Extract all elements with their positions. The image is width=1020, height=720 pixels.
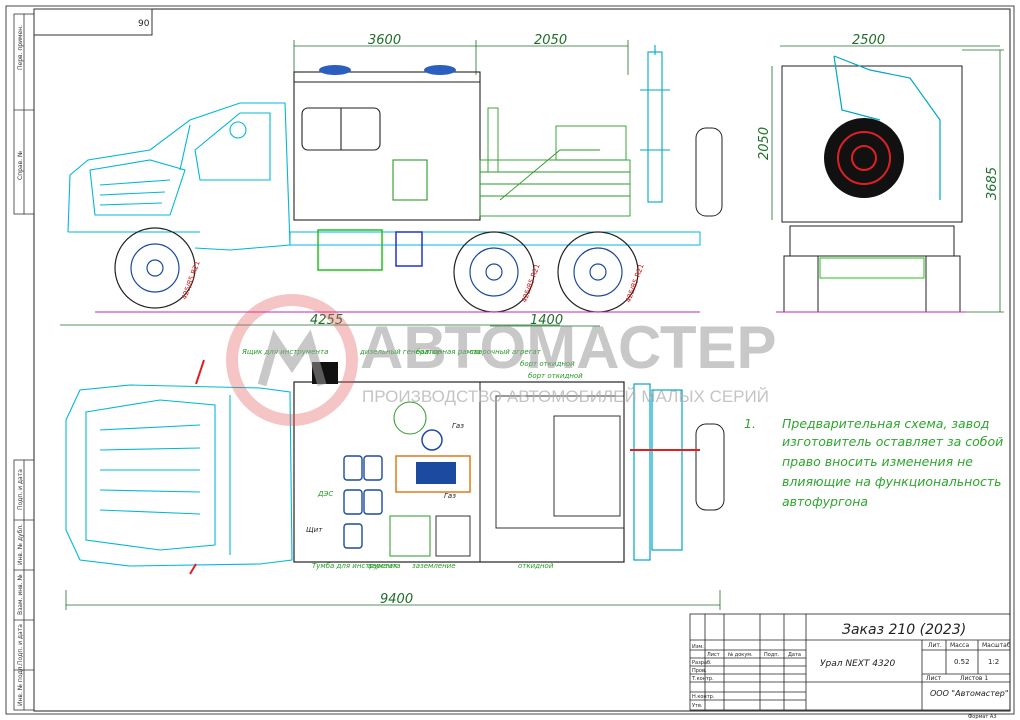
note-line-2: изготовитель оставляет за собой <box>782 434 1003 449</box>
label-gas-2: Газ <box>452 422 464 430</box>
rear-crane <box>833 55 941 200</box>
rear-wheels <box>783 255 961 313</box>
tb-hdr-scale: Масштаб <box>982 642 1011 649</box>
van-body <box>293 71 481 221</box>
note-number: 1. <box>744 416 756 431</box>
side-label-dup: Инв. № дубл. <box>17 524 24 565</box>
tb-row-5: Утв. <box>692 703 703 709</box>
label-gas-1: Газ <box>444 492 456 500</box>
battery-box <box>395 231 423 267</box>
outer-frame <box>5 5 1015 715</box>
crane <box>640 45 670 203</box>
generator-unit <box>416 462 456 484</box>
tb-hdr-lit: Лит. <box>928 642 942 649</box>
note-line-3: право вносить изменения не <box>782 454 973 469</box>
spare-wheel-side <box>695 127 723 217</box>
truck-cab <box>67 102 291 251</box>
tb-company: ООО "Автомастер" <box>930 689 1009 698</box>
side-label-sign2: Подп. и дата <box>17 624 24 665</box>
watermark-tagline: ПРОИЗВОДСТВО АВТОМОБИЛЕЙ МАЛЫХ СЕРИЙ <box>362 387 769 406</box>
dim-platform-length: 2050 <box>534 33 567 48</box>
plan-fan <box>421 429 443 451</box>
tyre-label-3: 425/85 R21 <box>624 263 645 304</box>
label-folding: откидной <box>518 562 554 570</box>
chassis-frame <box>289 231 701 246</box>
side-label-replace: Взам. инв. № <box>17 574 24 615</box>
roof-vent-1 <box>319 65 351 75</box>
label-ground: заземление <box>412 562 456 570</box>
tb-col-1: № докум. <box>728 652 753 658</box>
plan-view: 4255 1400 9400 <box>60 313 725 610</box>
platform <box>479 107 631 217</box>
rear-view: 2500 2050 3685 <box>757 33 1004 313</box>
title-block <box>689 613 1011 711</box>
tb-scale: 1:2 <box>988 658 999 666</box>
plan-generator <box>395 455 471 493</box>
note-line-5: автофургона <box>782 494 868 509</box>
label-welder: сварочный агрегат <box>470 348 542 356</box>
tb-mass: 0.52 <box>954 658 970 666</box>
label-panel: Щит <box>306 526 323 534</box>
roof-vent-2 <box>424 65 456 75</box>
dim-height-total: 3685 <box>985 167 1000 200</box>
label-tool-cabinet: Тумба для инструмента <box>312 562 400 570</box>
tb-format: Формат А3 <box>968 714 996 720</box>
tb-hdr-mass: Масса <box>950 642 969 649</box>
side-label-orig: Инв. № подл. <box>17 665 24 706</box>
corner-stamp: 90 <box>33 8 153 36</box>
watermark-logo <box>226 294 358 426</box>
side-label-sign1: Подп. и дата <box>17 469 24 510</box>
tb-row-0: Изм. <box>692 644 704 650</box>
dim-height-box: 2050 <box>757 127 772 160</box>
label-des: ДЭС <box>317 490 333 498</box>
tb-sheet: Лист <box>926 675 942 682</box>
plan-reel <box>393 401 427 435</box>
dim-lines-top <box>293 40 1000 75</box>
label-generator: дизельный генератор <box>359 348 442 356</box>
plan-spare-wheel <box>695 423 725 511</box>
tb-row-2: Пров. <box>692 668 707 674</box>
tb-col-3: Дата <box>788 652 801 658</box>
fuel-tank <box>317 229 383 271</box>
tb-sheets: Листов 1 <box>960 675 988 682</box>
tb-row-3: Т.контр. <box>691 676 714 682</box>
dim-width-rear: 2500 <box>852 33 885 48</box>
cable-reel <box>824 118 904 198</box>
plan-crane <box>633 383 683 561</box>
tb-col-0: Лист <box>707 652 720 658</box>
side-label-ref: Справ. № <box>17 151 24 180</box>
tb-col-2: Подп. <box>764 652 780 658</box>
label-tailgate-1: борт откидной <box>520 360 575 368</box>
wheel-front <box>114 227 196 309</box>
tb-row-4: Н.контр. <box>692 694 715 700</box>
label-gas-rack: баллонная рампа <box>416 348 481 356</box>
tb-vehicle: Урал NEXT 4320 <box>820 659 895 669</box>
note-line-1: Предварительная схема, завод <box>782 416 989 431</box>
plan-cab <box>65 384 293 567</box>
watermark-brand: АВТОМАСТЕР <box>360 314 777 381</box>
side-label-first-use: Перв. примен. <box>17 25 24 70</box>
tyre-label-1: 425/85 R21 <box>180 260 201 301</box>
label-tailgate-2: борт откидной <box>528 372 583 380</box>
tb-order: Заказ 210 (2023) <box>842 622 966 638</box>
inner-frame <box>33 8 1011 712</box>
note-line-4: влияющие на функциональность <box>782 474 1002 489</box>
corner-number: 90 <box>138 19 150 29</box>
label-workbench: верстак <box>368 562 398 570</box>
tyre-label-2: 425/85 R21 <box>520 263 541 304</box>
plan-platform <box>495 395 625 529</box>
watermark: АВТОМАСТЕР ПРОИЗВОДСТВО АВТОМОБИЛЕЙ МАЛЫ… <box>226 294 777 426</box>
side-stamp <box>13 13 35 711</box>
dim-overall-length: 9400 <box>380 592 413 607</box>
tb-row-1: Разраб. <box>692 660 712 666</box>
dim-front-to-axle: 4255 <box>310 313 343 328</box>
plan-seats <box>343 455 383 549</box>
dim-axle-spacing: 1400 <box>530 313 563 328</box>
note-block: 1. Предварительная схема, завод изготови… <box>744 416 1003 509</box>
dim-box-length: 3600 <box>368 33 401 48</box>
